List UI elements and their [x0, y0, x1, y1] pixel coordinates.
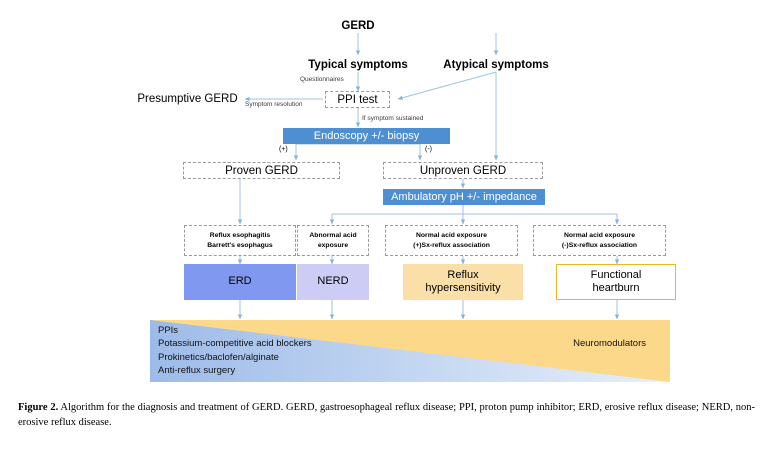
treatment-item: Anti-reflux surgery — [158, 365, 236, 377]
finding-line-2: (-)Sx-reflux association — [561, 241, 638, 249]
outcome-line-1: Functional — [590, 268, 642, 281]
caption-text: Algorithm for the diagnosis and treatmen… — [18, 402, 755, 428]
outcome-box-functional-heartburn: Functional heartburn — [556, 264, 676, 300]
outcome-line-1: Reflux — [447, 268, 479, 281]
edge-label-endoscopy-negative: (-) — [425, 146, 432, 153]
edge-label-questionnaires: Questionnaires — [300, 76, 344, 83]
finding-box-normal-acid-positive-sx: Normal acid exposure (+)Sx-reflux associ… — [385, 225, 518, 256]
finding-line-2: Barrett's esophagus — [207, 241, 273, 249]
treatment-gradient-wedge — [150, 320, 670, 382]
outcome-line-2: heartburn — [592, 282, 640, 294]
node-typical-symptoms: Typical symptoms — [308, 58, 408, 71]
outcome-box-erd: ERD — [184, 264, 296, 300]
node-presumptive-gerd: Presumptive GERD — [137, 93, 238, 105]
finding-line-1: Normal acid exposure — [415, 232, 487, 240]
edge-label-if-symptom-sustained: If symptom sustained — [362, 115, 424, 122]
finding-line-1: Reflux esophagitis — [209, 232, 271, 240]
treatment-item: Prokinetics/baclofen/alginate — [158, 351, 279, 363]
node-gerd-root: GERD — [341, 20, 375, 32]
treatment-band: PPIs Potassium-competitive acid blockers… — [150, 320, 670, 382]
outcome-box-reflux-hypersensitivity: Reflux hypersensitivity — [403, 264, 523, 300]
finding-line-2: (+)Sx-reflux association — [413, 241, 490, 249]
outcome-line-2: hypersensitivity — [425, 282, 501, 294]
finding-box-normal-acid-negative-sx: Normal acid exposure (-)Sx-reflux associ… — [533, 225, 666, 256]
node-atypical-symptoms: Atypical symptoms — [443, 58, 549, 71]
treatment-item: PPIs — [158, 325, 179, 336]
outcome-label: ERD — [228, 275, 252, 288]
node-unproven-gerd: Unproven GERD — [383, 162, 543, 179]
figure-caption: Figure 2. Algorithm for the diagnosis an… — [18, 400, 755, 430]
node-proven-gerd: Proven GERD — [183, 162, 340, 179]
finding-line-1: Normal acid exposure — [563, 232, 635, 240]
treatment-right-label: Neuromodulators — [573, 338, 646, 349]
node-ppi-test: PPI test — [325, 91, 390, 108]
finding-line-2: exposure — [317, 241, 349, 249]
outcome-label: NERD — [317, 275, 349, 288]
finding-box-abnormal-acid-exposure: Abnormal acid exposure — [297, 225, 369, 256]
edge-label-endoscopy-positive: (+) — [279, 146, 288, 153]
edge-label-symptom-resolution: Symptom resolution — [245, 101, 303, 108]
treatment-item: Potassium-competitive acid blockers — [158, 338, 312, 350]
finding-line-1: Abnormal acid — [309, 232, 357, 240]
node-ambulatory-ph: Ambulatory pH +/- impedance — [383, 189, 545, 205]
caption-prefix: Figure 2. — [18, 402, 59, 413]
treatment-left-list: PPIs Potassium-competitive acid blockers… — [158, 324, 312, 378]
node-endoscopy: Endoscopy +/- biopsy — [283, 128, 450, 144]
finding-box-reflux-esophagitis: Reflux esophagitis Barrett's esophagus — [184, 225, 296, 256]
outcome-box-nerd: NERD — [297, 264, 369, 300]
